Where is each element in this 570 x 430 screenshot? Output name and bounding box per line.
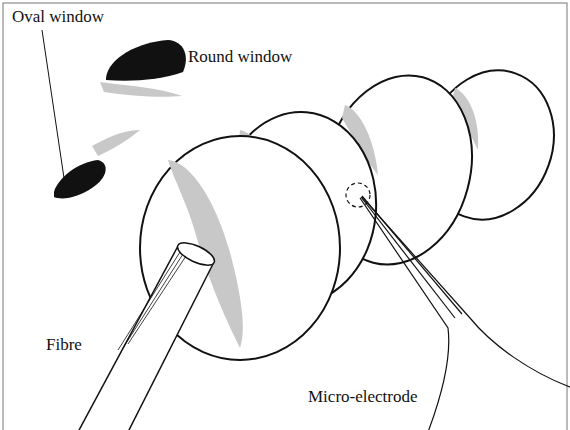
shading	[92, 130, 140, 156]
part-label: Micro-electrode	[308, 388, 418, 407]
leader-lines	[42, 30, 184, 178]
part-label: Round window	[188, 48, 292, 67]
cochlea-coils	[140, 52, 570, 360]
round-window	[106, 40, 186, 81]
part-label: Fibre	[46, 336, 82, 355]
leader-line	[42, 30, 64, 178]
part-label: Oval window	[12, 8, 104, 27]
shading	[100, 82, 182, 97]
fibre-optic	[78, 238, 218, 430]
leader-line	[168, 60, 184, 70]
